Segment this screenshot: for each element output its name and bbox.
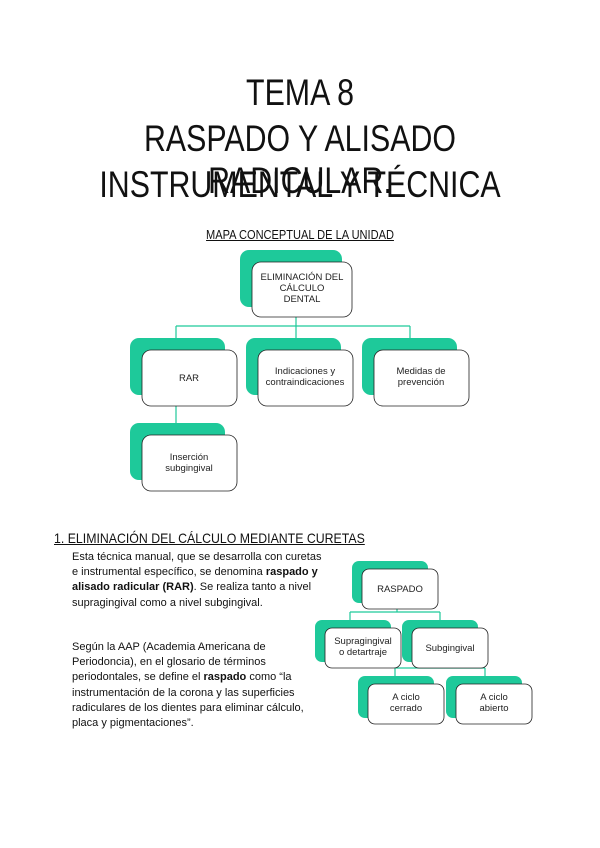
paragraph-1-text-b: . Se realiza tanto a nivel supragingival…	[72, 581, 312, 609]
concept-root-text-3: DENTAL	[284, 294, 321, 305]
concept-child-indicaciones: Indicaciones y contraindicaciones	[246, 338, 354, 407]
concept-child-medidas-text-2: prevención	[398, 377, 444, 388]
concept-child-rar-text: RAR	[179, 373, 199, 384]
raspado-supragingival-text-2: o detartraje	[339, 647, 387, 658]
concept-root-text-1: ELIMINACIÓN DEL	[261, 272, 344, 283]
title-line-3: INSTRUMENTAL Y TÉCNICA	[99, 164, 501, 205]
concept-root-node: ELIMINACIÓN DEL CÁLCULO DENTAL	[240, 250, 353, 318]
paragraph-1: Esta técnica manual, que se desarrolla c…	[72, 550, 322, 611]
section-heading: 1. ELIMINACIÓN DEL CÁLCULO MEDIANTE CURE…	[54, 530, 365, 546]
raspado-ciclo-abierto-text-1: A ciclo	[480, 692, 507, 703]
raspado-ciclo-cerrado-text-1: A ciclo	[392, 692, 419, 703]
paragraph-2-bold: raspado	[203, 671, 247, 684]
concept-child-medidas-text-1: Medidas de	[396, 366, 445, 377]
raspado-ciclo-abierto-text-2: abierto	[479, 703, 508, 714]
raspado-root-text: RASPADO	[377, 584, 423, 595]
paragraph-1-bold: raspado y alisado radicular (RAR)	[72, 566, 318, 594]
raspado-ciclo-abierto-node: A ciclo abierto	[446, 676, 533, 725]
paragraph-1-text-a: Esta técnica manual, que se desarrolla c…	[72, 551, 322, 579]
concept-map-heading: MAPA CONCEPTUAL DE LA UNIDAD	[206, 227, 394, 242]
concept-child-rar: RAR	[130, 338, 238, 407]
raspado-ciclo-cerrado-node: A ciclo cerrado	[358, 676, 445, 725]
raspado-root-node: RASPADO	[352, 561, 439, 610]
paragraph-2-text-b: como “la instrumentación de la corona y …	[72, 671, 304, 730]
raspado-ciclo-cerrado-text-2: cerrado	[390, 703, 422, 714]
concept-child-medidas: Medidas de prevención	[362, 338, 470, 407]
title-line-1: TEMA 8	[246, 72, 354, 113]
concept-grandchild-text-1: Inserción	[170, 452, 209, 463]
paragraph-2: Según la AAP (Academia Americana de Peri…	[72, 640, 322, 731]
raspado-supragingival-text-1: Supragingival	[334, 636, 392, 647]
concept-root-text-2: CÁLCULO	[280, 283, 325, 294]
raspado-subgingival-node: Subgingival	[402, 620, 489, 669]
concept-grandchild-text-2: subgingival	[165, 463, 213, 474]
concept-grandchild-insercion: Inserción subgingival	[130, 423, 238, 492]
paragraph-2-text-a: Según la AAP (Academia Americana de Peri…	[72, 641, 266, 684]
concept-child-indicaciones-text-1: Indicaciones y	[275, 366, 335, 377]
concept-child-indicaciones-text-2: contraindicaciones	[266, 377, 345, 388]
title-line-2: RASPADO Y ALISADO RADICULAR.	[144, 118, 456, 201]
raspado-subgingival-text: Subgingival	[425, 643, 474, 654]
raspado-supragingival-node: Supragingival o detartraje	[315, 620, 402, 669]
